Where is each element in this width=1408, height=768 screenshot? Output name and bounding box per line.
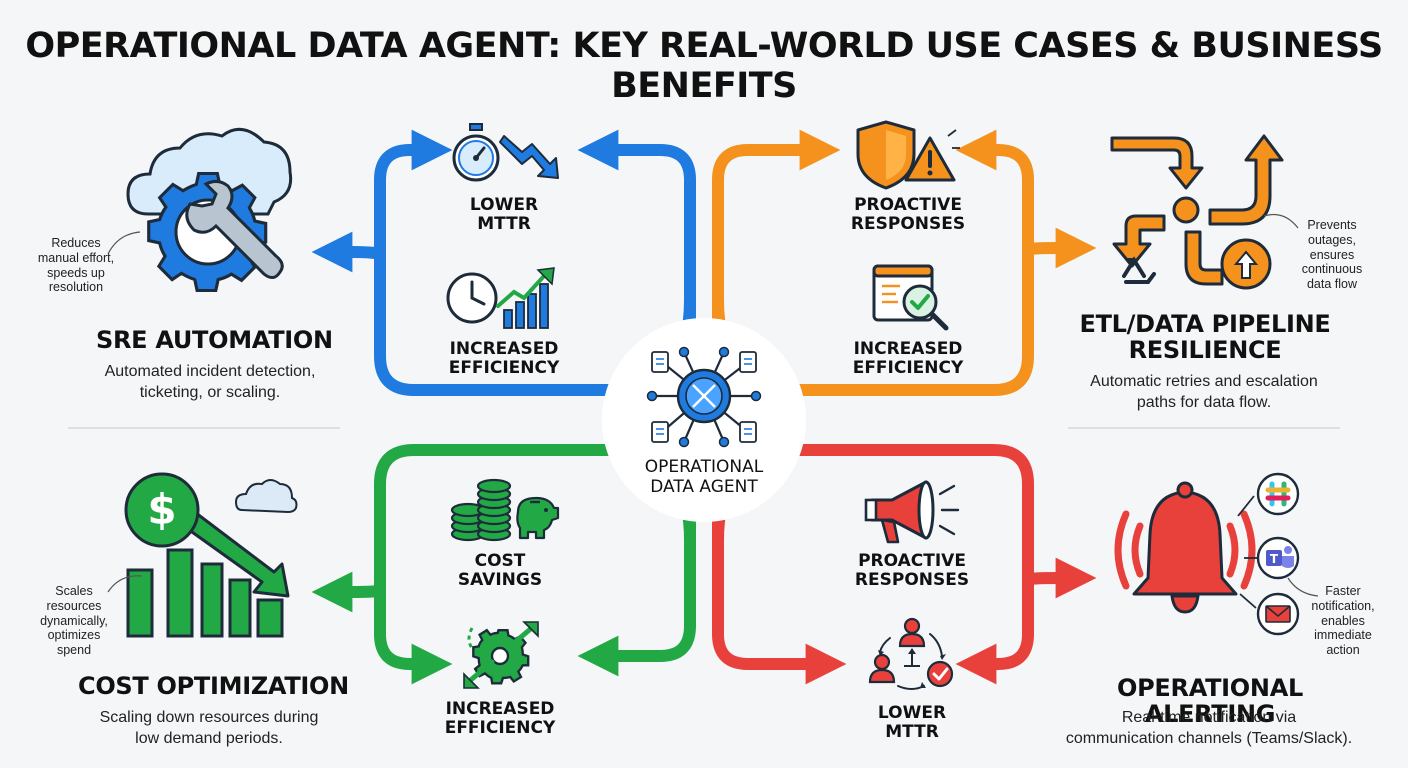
benefit-tr-bottom: INCREASED EFFICIENCY — [852, 339, 964, 379]
center-label: OPERATIONAL DATA AGENT — [644, 457, 764, 497]
cost-note: Scales resources dynamically, optimizes … — [40, 584, 108, 657]
cost-heading: COST OPTIMIZATION — [78, 672, 349, 700]
alarm-bell-icon: T — [1114, 472, 1300, 636]
alert-heading: OPERATIONAL ALERTING — [1117, 674, 1303, 728]
stopwatch-down-arrow-icon — [452, 123, 559, 182]
etl-note: Prevents outages, ensures continuous dat… — [1301, 218, 1363, 291]
benefit-br-top: PROACTIVE RESPONSES — [854, 551, 970, 591]
benefit-tr-top: PROACTIVE RESPONSES — [850, 195, 966, 235]
coins-piggy-bank-icon — [450, 478, 560, 542]
benefit-bl-bottom: INCREASED EFFICIENCY — [444, 699, 556, 739]
network-hub-icon — [646, 346, 762, 448]
browser-check-magnifier-icon — [872, 264, 949, 331]
cloud-gear-wrench-icon — [126, 127, 293, 293]
page-title: OPERATIONAL DATA AGENT: KEY REAL-WORLD U… — [25, 26, 1383, 106]
sre-heading: SRE AUTOMATION — [96, 326, 333, 354]
note-connector-sre — [107, 231, 141, 255]
dollar-down-chart-icon: $ — [124, 472, 298, 638]
benefit-tl-top: LOWER MTTR — [469, 195, 539, 235]
sre-description: Automated incident detection, ticketing,… — [104, 363, 316, 401]
note-connector-etl — [1263, 213, 1299, 229]
alert-description: Real-time notification via communication… — [1065, 709, 1353, 747]
clock-growth-chart-icon — [446, 267, 555, 329]
etl-description: Automatic retries and escalation paths f… — [1090, 373, 1318, 411]
gear-arrows-icon — [463, 621, 539, 689]
benefit-br-bottom: LOWER MTTR — [877, 703, 947, 743]
note-connector-alert — [1287, 577, 1319, 597]
benefit-tl-bottom: INCREASED EFFICIENCY — [448, 339, 560, 379]
people-cycle-check-icon — [868, 617, 954, 690]
alert-note: Faster notification, enables immediate a… — [1311, 584, 1375, 657]
megaphone-icon — [864, 480, 960, 544]
svg-text:T: T — [1270, 552, 1279, 566]
note-connector-cost — [107, 575, 143, 593]
etl-heading: ETL/DATA PIPELINE RESILIENCE — [1079, 310, 1331, 364]
pipeline-arrows-icon — [1110, 134, 1284, 290]
benefit-bl-top: COST SAVINGS — [457, 551, 543, 591]
cost-description: Scaling down resources during low demand… — [99, 709, 319, 747]
shield-warning-icon — [856, 120, 960, 190]
sre-note: Reduces manual effort, speeds up resolut… — [37, 236, 115, 295]
svg-text:$: $ — [147, 485, 176, 534]
